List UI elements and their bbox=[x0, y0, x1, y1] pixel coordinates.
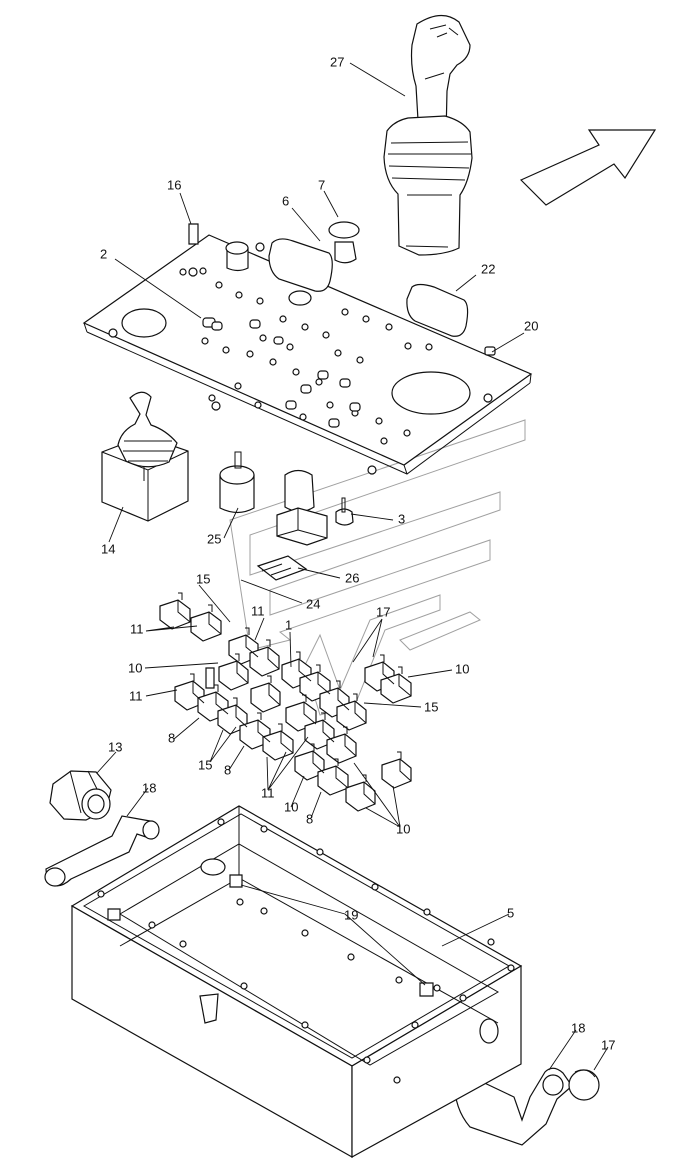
label-10-d: 10 bbox=[396, 821, 410, 836]
cylinder-25 bbox=[219, 451, 255, 514]
switch-26 bbox=[256, 555, 308, 581]
label-19: 19 bbox=[344, 907, 358, 922]
selector-3-assembly bbox=[276, 469, 354, 546]
label-14: 14 bbox=[101, 541, 115, 556]
label-25: 25 bbox=[207, 531, 221, 546]
small-cylinder-16 bbox=[188, 223, 249, 272]
label-8: 8 bbox=[168, 730, 175, 745]
label-22: 22 bbox=[481, 261, 495, 276]
label-8-b: 8 bbox=[224, 762, 231, 777]
joystick-27 bbox=[383, 14, 473, 256]
label-27: 27 bbox=[330, 54, 344, 69]
label-11-d: 11 bbox=[261, 785, 275, 800]
label-7: 7 bbox=[318, 177, 325, 192]
label-11-c: 11 bbox=[129, 688, 143, 703]
label-11-b: 11 bbox=[251, 603, 265, 618]
label-17-b: 17 bbox=[601, 1037, 615, 1052]
label-10-b: 10 bbox=[455, 661, 469, 676]
label-5: 5 bbox=[507, 905, 514, 920]
direction-arrow-icon bbox=[519, 129, 657, 206]
label-16: 16 bbox=[167, 177, 181, 192]
joystick-14 bbox=[101, 391, 189, 522]
control-plate-2 bbox=[82, 234, 533, 475]
label-1: 1 bbox=[285, 617, 292, 632]
handle-18-left bbox=[44, 815, 160, 887]
label-10: 10 bbox=[128, 660, 142, 675]
coupling-13 bbox=[49, 770, 112, 821]
small-knob-6 bbox=[328, 221, 360, 264]
plate-holes bbox=[179, 267, 433, 445]
box-holes bbox=[97, 818, 515, 1084]
label-20: 20 bbox=[524, 318, 538, 333]
label-26: 26 bbox=[345, 570, 359, 585]
screw-20 bbox=[484, 346, 496, 356]
label-11: 11 bbox=[130, 621, 144, 636]
label-13: 13 bbox=[108, 739, 122, 754]
knob-22 bbox=[268, 238, 469, 337]
label-15: 15 bbox=[196, 571, 210, 586]
label-10-c: 10 bbox=[284, 799, 298, 814]
label-8-c: 8 bbox=[306, 811, 313, 826]
label-18-b: 18 bbox=[571, 1020, 585, 1035]
label-15-c: 15 bbox=[198, 757, 212, 772]
label-15-b: 15 bbox=[424, 699, 438, 714]
enclosure-box-5 bbox=[70, 805, 523, 1159]
knob-17 bbox=[568, 1069, 600, 1101]
label-2: 2 bbox=[100, 246, 107, 261]
label-24: 24 bbox=[306, 596, 320, 611]
plate-screws bbox=[108, 242, 493, 475]
label-18: 18 bbox=[142, 780, 156, 795]
leader-lines bbox=[96, 62, 609, 1071]
part-labels: 27 16 7 6 2 22 20 14 25 3 26 15 24 11 11… bbox=[100, 54, 615, 1052]
label-17: 17 bbox=[376, 604, 390, 619]
plate-buttons bbox=[202, 317, 361, 428]
label-3: 3 bbox=[398, 511, 405, 526]
label-6: 6 bbox=[282, 193, 289, 208]
handle-18-right bbox=[453, 1067, 573, 1146]
switch-cluster bbox=[159, 592, 412, 812]
